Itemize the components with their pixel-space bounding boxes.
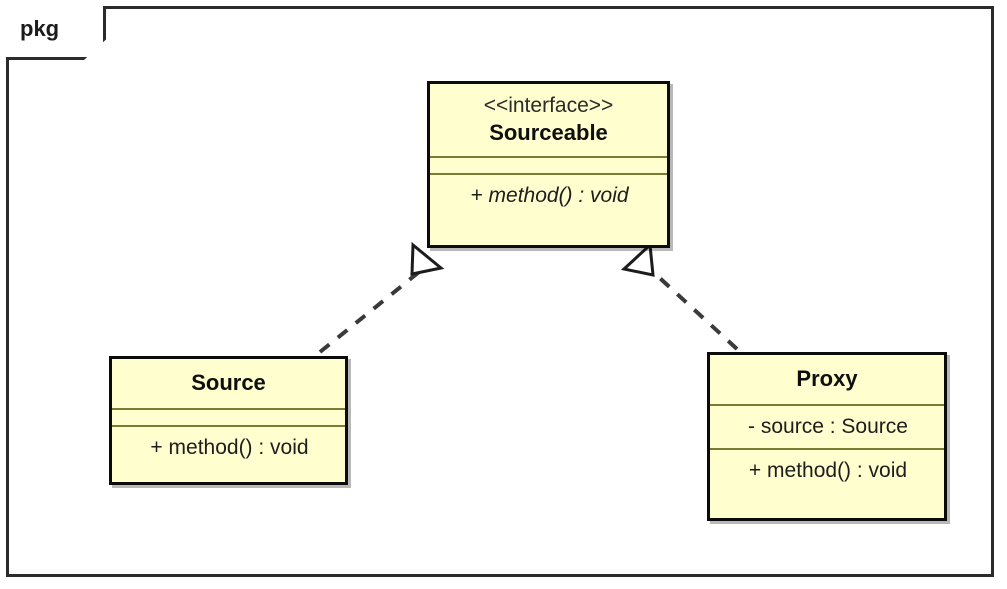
compartment-separator xyxy=(112,425,345,427)
class-title-sourceable: Sourceable xyxy=(489,120,608,145)
method-item: + method() : void xyxy=(150,436,309,459)
class-title-proxy: Proxy xyxy=(796,366,858,391)
compartment-separator xyxy=(710,404,944,406)
method-item: + method() : void xyxy=(748,459,908,482)
class-name-compartment-proxy: Proxy xyxy=(710,355,944,404)
class-attributes-compartment-sourceable xyxy=(430,158,667,173)
class-box-proxy[interactable]: Proxy - source : Source + method() : voi… xyxy=(707,352,947,521)
compartment-separator xyxy=(430,156,667,158)
class-methods-compartment-sourceable: + method() : void xyxy=(430,175,667,217)
compartment-separator xyxy=(112,408,345,410)
class-attributes-compartment-proxy: - source : Source xyxy=(710,406,944,448)
class-attributes-compartment-source xyxy=(112,410,345,425)
class-name-compartment-source: Source xyxy=(112,359,345,408)
class-box-source[interactable]: Source + method() : void xyxy=(109,356,348,485)
class-stereotype-sourceable: <<interface>> xyxy=(483,94,614,117)
attribute-item: - source : Source xyxy=(748,415,908,438)
compartment-separator xyxy=(430,173,667,175)
compartment-separator xyxy=(710,448,944,450)
package-tab xyxy=(6,6,106,60)
class-box-sourceable[interactable]: <<interface>> Sourceable + method() : vo… xyxy=(427,81,670,248)
method-item: + method() : void xyxy=(470,184,629,207)
class-title-source: Source xyxy=(191,370,266,395)
package-label: pkg xyxy=(20,16,60,41)
class-methods-compartment-proxy: + method() : void xyxy=(710,450,944,492)
class-methods-compartment-source: + method() : void xyxy=(112,427,345,469)
class-name-compartment-sourceable: <<interface>> Sourceable xyxy=(430,84,667,156)
